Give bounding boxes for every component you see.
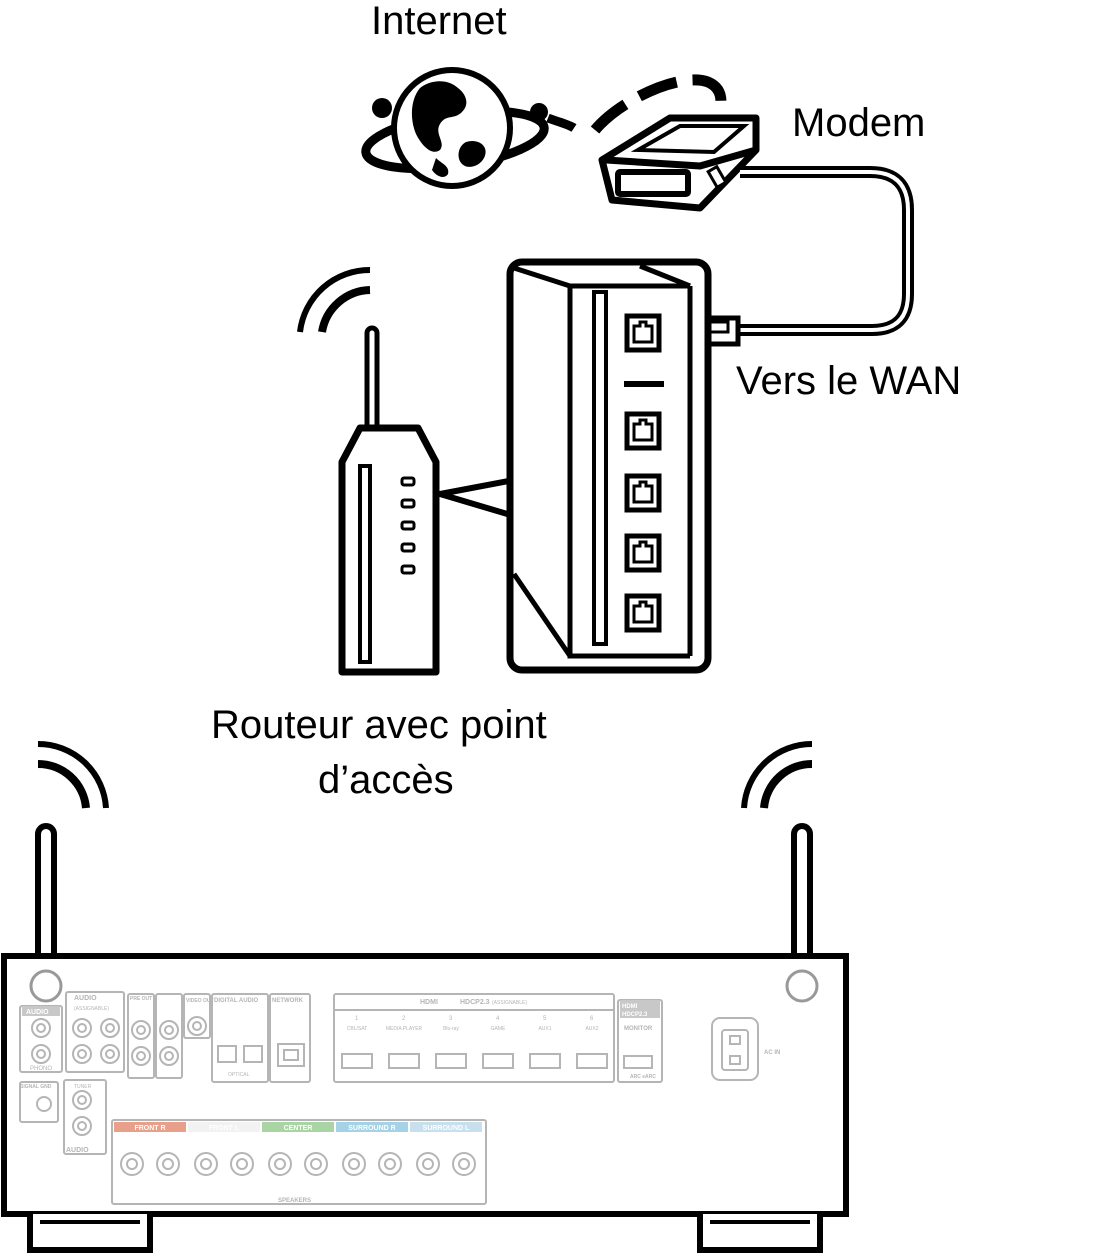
svg-text:HDMI: HDMI xyxy=(420,999,438,1006)
zoom-callout xyxy=(437,477,517,519)
svg-text:NETWORK: NETWORK xyxy=(272,998,304,1004)
modem-label: Modem xyxy=(792,101,926,145)
speaker-terminal-group: FRONT L xyxy=(188,1122,260,1176)
svg-text:AUX2: AUX2 xyxy=(585,1026,598,1032)
svg-text:PHONO: PHONO xyxy=(30,1066,52,1072)
receiver-antenna-right xyxy=(791,823,813,965)
svg-text:SURROUND R: SURROUND R xyxy=(348,1125,395,1132)
wan-label: Vers le WAN xyxy=(736,359,962,403)
svg-text:3: 3 xyxy=(449,1016,453,1022)
svg-text:SIGNAL GND: SIGNAL GND xyxy=(20,1084,52,1090)
receiver-foot-left xyxy=(27,1214,153,1253)
speaker-terminal-group: FRONT R xyxy=(114,1122,186,1176)
svg-text:AUX1: AUX1 xyxy=(538,1026,551,1032)
wireless-signal-icon xyxy=(741,740,813,809)
svg-text:CENTER: CENTER xyxy=(284,1125,313,1132)
lan-port-icon xyxy=(624,411,662,451)
modem-icon xyxy=(598,114,760,212)
svg-text:MONITOR: MONITOR xyxy=(624,1026,653,1032)
svg-text:GAME: GAME xyxy=(491,1026,506,1032)
svg-text:6: 6 xyxy=(590,1016,594,1022)
speaker-terminal-group: CENTER xyxy=(262,1122,334,1176)
router-label-line2: d’accès xyxy=(318,758,454,802)
internet-link xyxy=(590,74,727,134)
svg-text:HDMI: HDMI xyxy=(622,1004,638,1010)
svg-text:4: 4 xyxy=(496,1016,500,1022)
svg-text:(ASSIGNABLE): (ASSIGNABLE) xyxy=(74,1006,109,1012)
svg-text:DIGITAL AUDIO: DIGITAL AUDIO xyxy=(214,998,259,1004)
svg-text:AUDIO: AUDIO xyxy=(26,1009,49,1016)
wan-cable xyxy=(736,166,914,336)
wireless-signal-icon xyxy=(37,740,109,809)
svg-text:MEDIA PLAYER: MEDIA PLAYER xyxy=(386,1026,423,1032)
wan-port-icon xyxy=(624,313,662,353)
svg-text:HDCP2.3: HDCP2.3 xyxy=(460,999,490,1006)
svg-text:(ASSIGNABLE): (ASSIGNABLE) xyxy=(492,1000,527,1006)
rear-panel: AUDIO PHONO AUDIO (ASSIGNABLE) PRE OUT V… xyxy=(19,991,780,1205)
svg-text:5: 5 xyxy=(543,1016,547,1022)
receiver-antenna-left xyxy=(35,823,57,965)
router-label-line1: Routeur avec point xyxy=(211,703,547,747)
svg-text:Blu-ray: Blu-ray xyxy=(443,1026,459,1032)
svg-text:PRE OUT: PRE OUT xyxy=(130,996,152,1002)
svg-text:SPEAKERS: SPEAKERS xyxy=(278,1198,311,1204)
svg-text:HDCP2.3: HDCP2.3 xyxy=(622,1012,648,1018)
lan-port-icon xyxy=(624,593,662,633)
wireless-signal-icon xyxy=(297,266,371,333)
svg-text:CBL/SAT: CBL/SAT xyxy=(347,1026,367,1032)
receiver-foot-right xyxy=(697,1214,823,1253)
svg-text:2: 2 xyxy=(402,1016,406,1022)
svg-text:FRONT L: FRONT L xyxy=(209,1125,240,1132)
svg-text:AUDIO: AUDIO xyxy=(74,995,97,1002)
svg-text:FRONT R: FRONT R xyxy=(134,1125,165,1132)
svg-text:1: 1 xyxy=(355,1016,359,1022)
svg-text:ARC eARC: ARC eARC xyxy=(630,1074,656,1080)
lan-port-icon xyxy=(624,473,662,513)
receiver-body xyxy=(1,953,849,1217)
router-port-panel xyxy=(506,258,712,674)
svg-text:OPTICAL: OPTICAL xyxy=(228,1072,250,1078)
svg-text:AUDIO: AUDIO xyxy=(66,1147,89,1154)
speaker-terminal-group: SURROUND L xyxy=(410,1122,482,1176)
svg-text:SURROUND L: SURROUND L xyxy=(423,1125,470,1132)
globe-icon xyxy=(361,67,577,189)
svg-text:TUNER: TUNER xyxy=(74,1084,92,1090)
svg-text:VIDEO OUT: VIDEO OUT xyxy=(186,998,214,1004)
router-antenna xyxy=(364,325,380,443)
speaker-terminals: FRONT R FRONT L CENTER SURROUND R SURROUND L xyxy=(114,1122,482,1176)
lan-port-icon xyxy=(624,533,662,573)
router-icon xyxy=(338,424,440,676)
svg-text:AC IN: AC IN xyxy=(764,1050,780,1056)
internet-label: Internet xyxy=(371,0,507,43)
speaker-terminal-group: SURROUND R xyxy=(336,1122,408,1176)
